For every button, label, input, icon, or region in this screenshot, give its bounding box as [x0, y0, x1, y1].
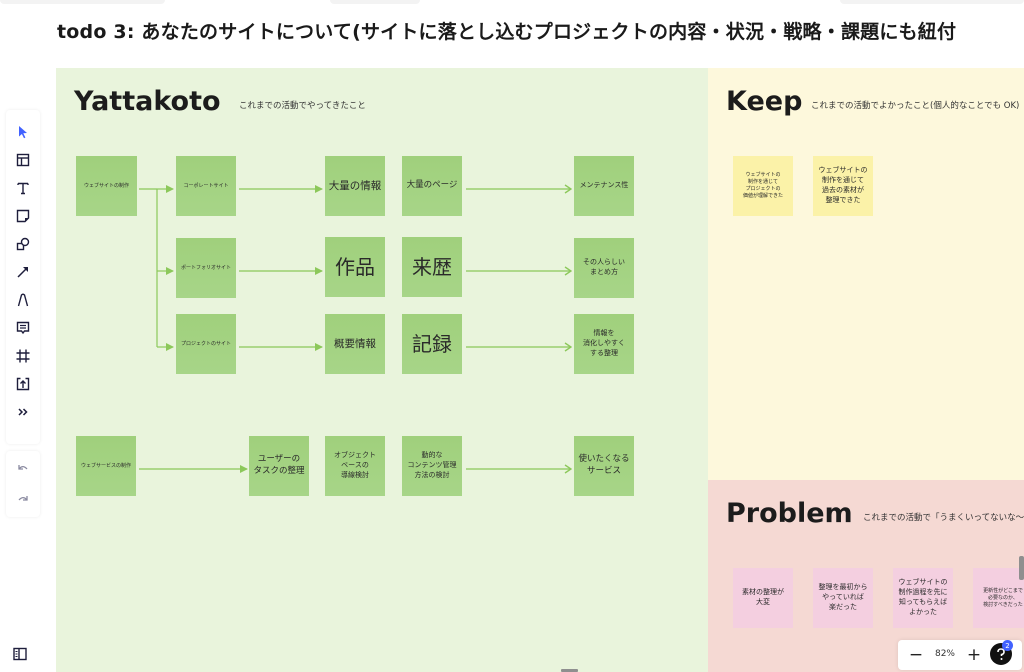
- frame-heading-yattakoto: Yattakoto: [74, 86, 221, 117]
- comment-tool-button[interactable]: [6, 316, 40, 340]
- sticky-note[interactable]: オブジェクト ベースの 導線検討: [325, 436, 385, 496]
- board-title-text[interactable]: todo 3: あなたのサイトについて(サイトに落とし込むプロジェクトの内容・状…: [57, 21, 957, 43]
- comment-icon: [16, 321, 30, 335]
- sticky-note[interactable]: 概要情報: [325, 314, 385, 374]
- template-icon: [16, 153, 30, 167]
- zoom-control: − 82% + 2: [898, 640, 1022, 670]
- select-icon: [19, 126, 27, 139]
- sticky-note[interactable]: 使いたくなる サービス: [574, 436, 634, 496]
- top-center-bar: [330, 0, 420, 4]
- sidebar-panel-icon: [13, 647, 27, 661]
- redo-button[interactable]: [6, 487, 40, 511]
- notification-badge: 2: [1002, 640, 1013, 651]
- sticky-note[interactable]: 更新性がどこまで 必要なのか、 検討すべきだった: [973, 568, 1024, 628]
- frame-heading-problem: Problem: [726, 498, 853, 529]
- sticky-note[interactable]: ウェブサイトの 制作過程を先に 知ってもらえば よかった: [893, 568, 953, 628]
- creation-toolbar: [6, 110, 40, 444]
- frame-heading-keep: Keep: [726, 86, 803, 117]
- top-left-bar: [0, 0, 165, 4]
- undo-button[interactable]: [6, 456, 40, 480]
- text-icon: [17, 182, 29, 195]
- sticky-note[interactable]: プロジェクトのサイト: [176, 314, 236, 374]
- sticky-note[interactable]: コーポレートサイト: [176, 156, 236, 216]
- sticky-note[interactable]: ウェブサービスの制作: [76, 436, 136, 496]
- more-tools-button[interactable]: [6, 400, 40, 424]
- sticky-note[interactable]: 大量の情報: [325, 156, 385, 216]
- shapes-tool-button[interactable]: [6, 232, 40, 256]
- shapes-icon: [16, 237, 30, 251]
- templates-tool-button[interactable]: [6, 148, 40, 172]
- sticky-note[interactable]: 大量のページ: [402, 156, 462, 216]
- pen-icon: [17, 293, 29, 307]
- sticky-note[interactable]: 素材の整理が 大変: [733, 568, 793, 628]
- frame-keep[interactable]: Keep これまでの活動でよかったこと(個人的なことでも OK): [708, 68, 1024, 480]
- sticky-note[interactable]: ウェブサイトの 制作を通じて プロジェクトの 価値が理解できた: [733, 156, 793, 216]
- sticky-note-icon: [16, 209, 30, 223]
- undo-icon: [18, 465, 28, 470]
- horizontal-scrollbar[interactable]: [561, 669, 578, 672]
- more-icon: [18, 408, 28, 416]
- sticky-note[interactable]: 作品: [325, 237, 385, 297]
- sticky-note[interactable]: 整理を最初から やっていれば 楽だった: [813, 568, 873, 628]
- sticky-note[interactable]: 記録: [402, 314, 462, 374]
- arrow-icon: [17, 267, 28, 278]
- history-toolbar: [6, 451, 40, 517]
- sticky-note-tool-button[interactable]: [6, 204, 40, 228]
- top-right-bar: [840, 0, 1024, 4]
- frame-subtitle-problem: これまでの活動で「うまくいってないな〜」: [863, 513, 1024, 523]
- sticky-note[interactable]: メンテナンス性: [574, 156, 634, 216]
- zoom-out-button[interactable]: −: [908, 645, 924, 665]
- frame-subtitle-keep: これまでの活動でよかったこと(個人的なことでも OK): [811, 101, 1020, 111]
- upload-icon: [16, 377, 30, 391]
- sticky-note[interactable]: ユーザーの タスクの整理: [249, 436, 309, 496]
- vertical-scrollbar[interactable]: [1019, 556, 1024, 580]
- sticky-note[interactable]: ウェブサイトの 制作を通じて 過去の素材が 整理できた: [813, 156, 873, 216]
- select-tool-button[interactable]: [6, 120, 40, 144]
- board-panel-toggle-button[interactable]: [6, 640, 34, 668]
- redo-icon: [18, 496, 28, 501]
- sticky-note[interactable]: ポートフォリオサイト: [176, 238, 236, 298]
- connection-line-tool-button[interactable]: [6, 260, 40, 284]
- zoom-in-button[interactable]: +: [966, 645, 982, 665]
- zoom-level[interactable]: 82%: [934, 649, 955, 659]
- sticky-note[interactable]: ウェブサイトの制作: [76, 156, 137, 216]
- pen-tool-button[interactable]: [6, 288, 40, 312]
- sticky-note[interactable]: 動的な コンテンツ管理 方法の検討: [402, 436, 462, 496]
- sticky-note[interactable]: その人らしい まとめ方: [574, 238, 634, 298]
- upload-tool-button[interactable]: [6, 372, 40, 396]
- sticky-note[interactable]: 来歴: [402, 237, 462, 297]
- text-tool-button[interactable]: [6, 176, 40, 200]
- frame-tool-button[interactable]: [6, 344, 40, 368]
- sticky-note[interactable]: 情報を 消化しやすく する整理: [574, 314, 634, 374]
- frame-subtitle-yattakoto: これまでの活動でやってきたこと: [239, 101, 366, 111]
- frame-icon: [16, 349, 30, 363]
